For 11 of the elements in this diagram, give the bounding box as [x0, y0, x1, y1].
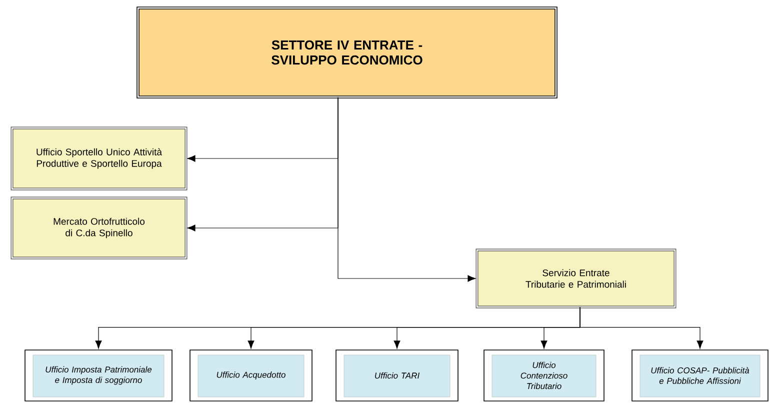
office-box: Ufficio Contenzioso Tributario: [484, 350, 604, 402]
unit-box: Mercato Ortofrutticolo di C.da Spinello: [10, 196, 188, 260]
office-box: Ufficio Acquedotto: [190, 350, 312, 402]
arrow: [338, 97, 476, 282]
office-box: Ufficio COSAP- Pubblicità e Pubbliche Affissioni: [632, 350, 768, 402]
arrow: [580, 307, 704, 349]
unit-box: Ufficio Sportello Unico Attività Produttive e Sportello Europa: [10, 126, 188, 190]
office-box: Ufficio TARI: [336, 350, 458, 402]
office-box: Ufficio Imposta Patrimoniale e Imposta di soggiorno: [24, 350, 172, 402]
sector-box: SETTORE IV ENTRATE - SVILUPPO ECONOMICO: [136, 6, 558, 98]
unit-box: Servizio Entrate Tributarie e Patrimoniali: [476, 248, 676, 308]
